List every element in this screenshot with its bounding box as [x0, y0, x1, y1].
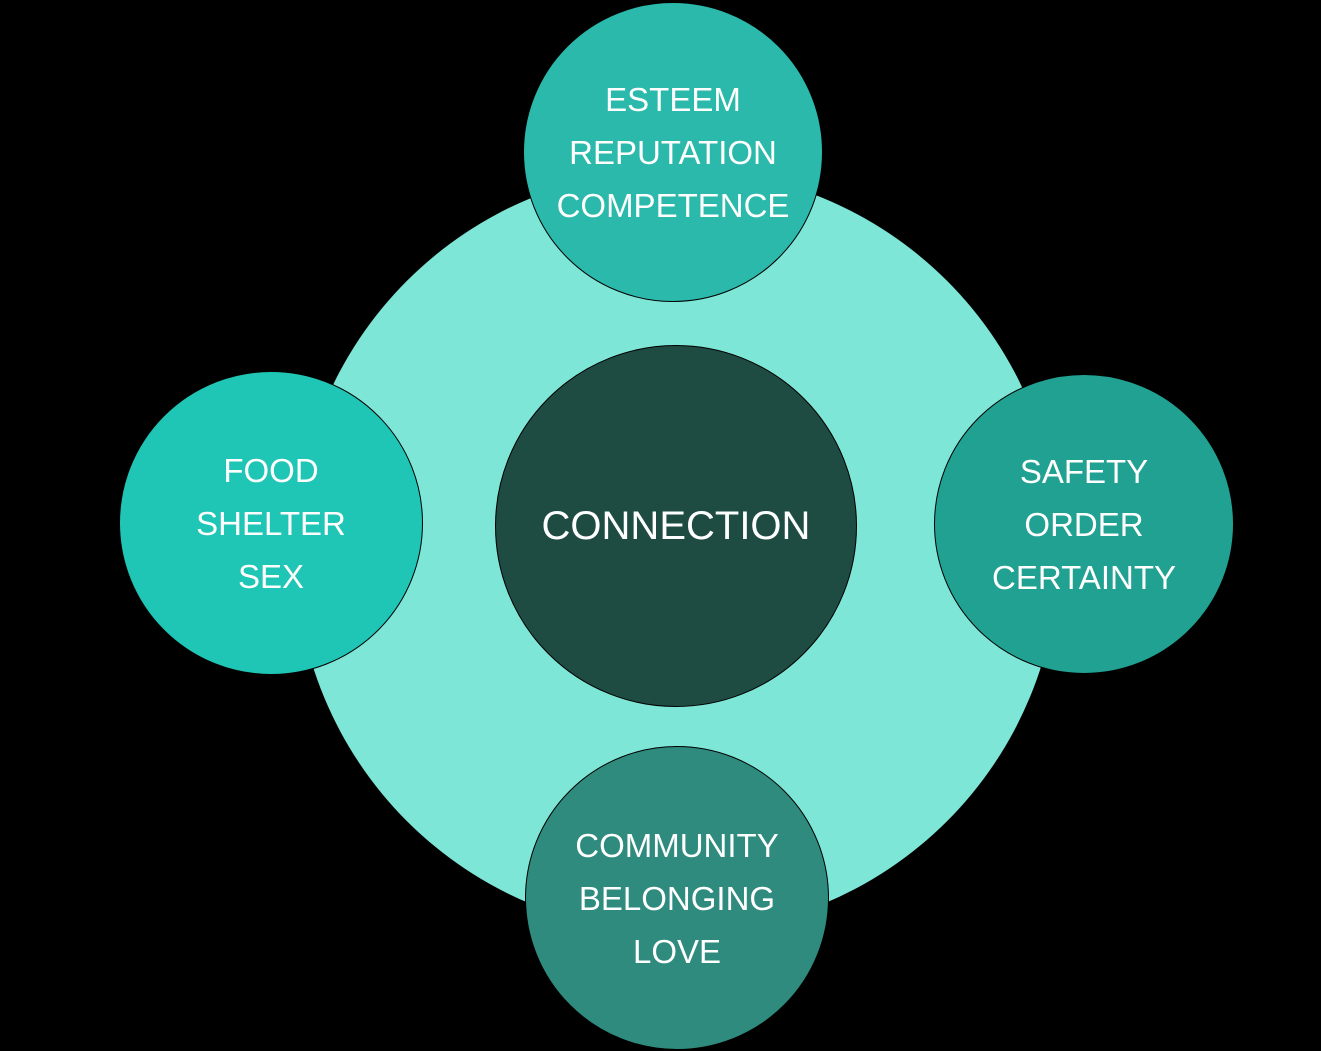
node-line: SHELTER — [196, 504, 346, 542]
node-line: ORDER — [1024, 505, 1144, 543]
node-line: CERTAINTY — [992, 558, 1176, 596]
core-label: CONNECTION — [541, 503, 811, 548]
node-line: FOOD — [223, 451, 319, 489]
node-line: SAFETY — [1019, 452, 1149, 490]
node-line: ESTEEM — [605, 80, 741, 118]
node-esteem-circle: ESTEEM REPUTATION COMPETENCE — [523, 2, 823, 302]
node-line: COMPETENCE — [556, 186, 790, 224]
node-basic-needs-circle: FOOD SHELTER SEX — [119, 371, 423, 675]
node-safety-circle: SAFETY ORDER CERTAINTY — [934, 374, 1234, 674]
core-connection-circle: CONNECTION — [495, 345, 857, 707]
node-community-circle: COMMUNITY BELONGING LOVE — [525, 746, 829, 1050]
node-line: COMMUNITY — [575, 826, 779, 864]
node-line: SEX — [237, 557, 305, 595]
node-line: BELONGING — [578, 879, 776, 917]
node-line: LOVE — [632, 932, 722, 970]
node-line: REPUTATION — [569, 133, 777, 171]
